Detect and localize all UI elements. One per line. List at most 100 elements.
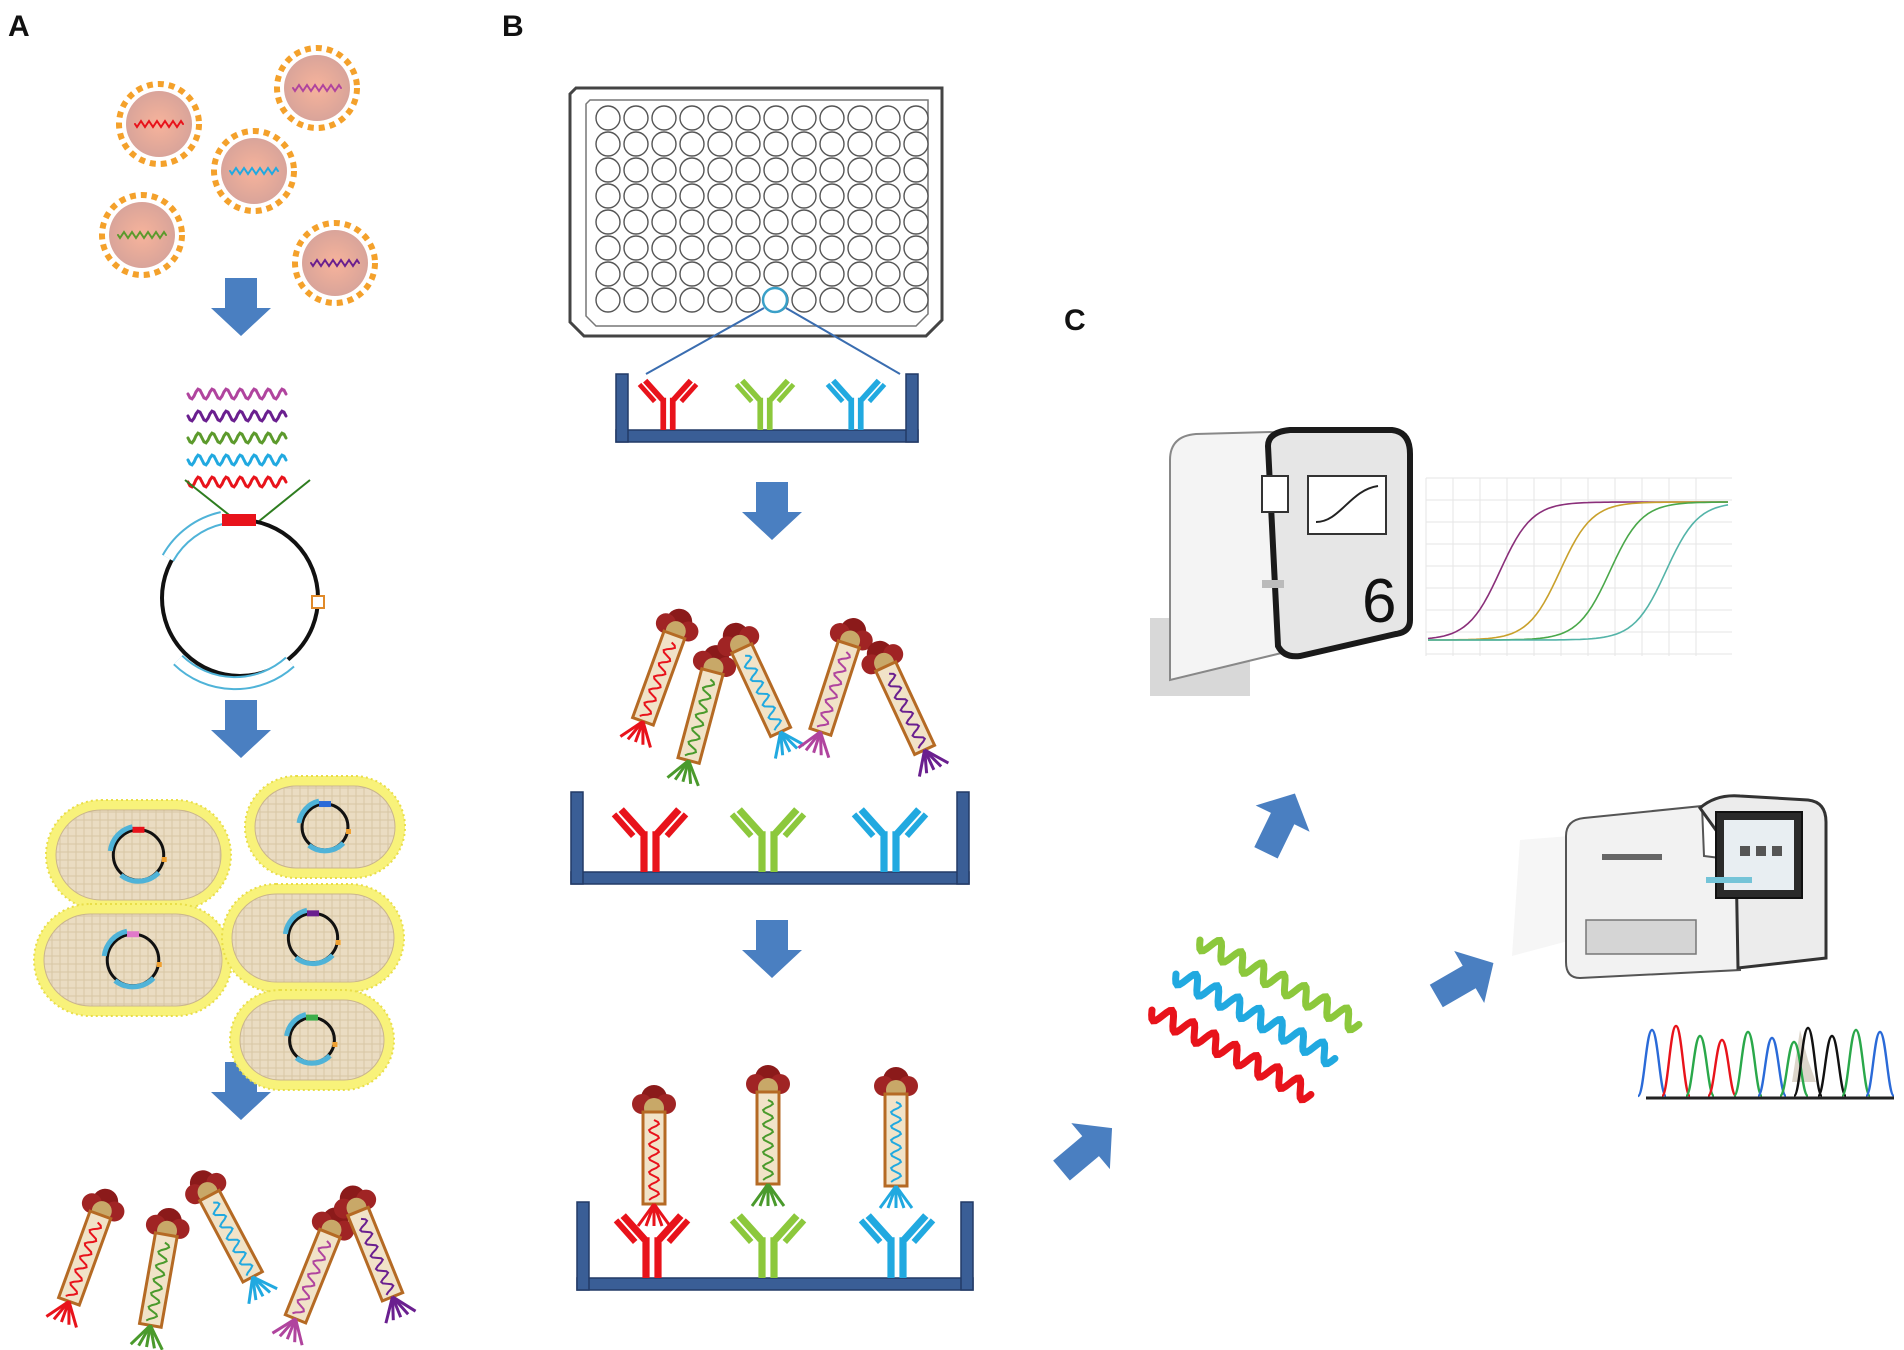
chromatogram-peak [1792,1026,1824,1098]
plate-well [875,235,901,261]
plate-well [819,209,845,235]
plate-well [623,105,649,131]
plate-well [875,131,901,157]
bacterium-cell-icon [221,883,405,993]
plate-well [819,131,845,157]
sequencer-instrument-icon [1512,794,1828,980]
antibody-icon [613,1213,691,1278]
direction-arrow-icon [1053,1123,1113,1181]
plate-well [651,235,677,261]
plate-well [875,209,901,235]
panel-a [33,45,417,1350]
virus-particles [99,45,378,306]
bacterium-cell-icon [33,903,233,1017]
plate-well [735,105,761,131]
amplification-curve [1428,504,1729,641]
chromatogram-peak [1636,1028,1668,1098]
plate-well [763,183,789,209]
plate-well [903,183,929,209]
plate-well [847,157,873,183]
plate-well [847,261,873,287]
plate-well [847,131,873,157]
down-arrow-icon [211,700,271,758]
panel-b [568,86,974,1291]
virus-particle-icon [211,128,297,214]
plate-well [847,183,873,209]
plate-well [819,287,845,313]
dna-fragments [186,387,288,489]
plate-well [595,235,621,261]
chromatogram-peak [1864,1030,1896,1098]
plate-well [735,261,761,287]
plate-well [679,209,705,235]
chromatogram-icon [1624,1016,1896,1100]
plate-well [651,209,677,235]
phage-icon [874,1067,918,1209]
chromatogram-peak [1756,1036,1788,1098]
panel-c-arrows [1053,793,1494,1181]
plate-well [875,287,901,313]
phage-binding [619,608,950,1227]
dna-fragment [186,453,288,467]
bacterium-cell-icon [45,799,232,911]
chromatogram-peak [1816,1034,1848,1098]
plate-well [707,235,733,261]
plate-well [819,261,845,287]
plate-well [595,105,621,131]
down-arrow-icon [742,482,802,540]
plate-well [903,131,929,157]
plate-well [763,157,789,183]
plate-well [679,183,705,209]
plate-well [707,157,733,183]
dna-strand [1148,1006,1315,1104]
plate-well [791,131,817,157]
virus-particle-icon [116,81,202,167]
plate-well [875,183,901,209]
panel-c: 6 [1053,427,1896,1181]
antibody-icon [637,378,699,430]
antibody-coated-well [615,373,919,443]
plate-well [735,183,761,209]
direction-arrow-icon [1429,951,1494,1008]
plate-well [791,209,817,235]
virus-particle-icon [99,192,185,278]
bacterium-cell-icon [229,989,395,1091]
plate-well [651,157,677,183]
chromatogram-peak [1778,1040,1810,1098]
plate-well [903,287,929,313]
plate-well [819,105,845,131]
plate-well [707,261,733,287]
antibody-icon [858,1213,936,1278]
plate-well [791,183,817,209]
plate-well [847,287,873,313]
plate-well [791,287,817,313]
plate-well [651,261,677,287]
microplate-icon [568,86,944,375]
plate-well [707,209,733,235]
qpcr-instrument-icon: 6 [1150,427,1413,696]
plate-well [763,105,789,131]
plate-well [791,261,817,287]
bacteria-cells [33,775,406,1091]
antibody-icon [851,807,929,872]
plate-well [791,157,817,183]
plate-well [735,287,761,313]
plate-well [847,235,873,261]
plate-well [735,209,761,235]
phage-icon [717,622,806,759]
phage-icon [185,1170,278,1304]
dna-fragment [186,387,288,401]
chromatogram-peak [1732,1030,1764,1098]
plate-well [595,131,621,157]
plate-well [651,131,677,157]
plate-well [791,235,817,261]
phage-icon [333,1185,417,1324]
plate-well [623,209,649,235]
antibody-coated-well [576,1201,974,1291]
antibody-icon [611,807,689,872]
bacterium-cell-icon [244,775,406,879]
panel-label-b: B [502,10,524,43]
plate-well [651,183,677,209]
panel-label-c: C [1064,304,1086,337]
phage-icon [129,1207,190,1350]
